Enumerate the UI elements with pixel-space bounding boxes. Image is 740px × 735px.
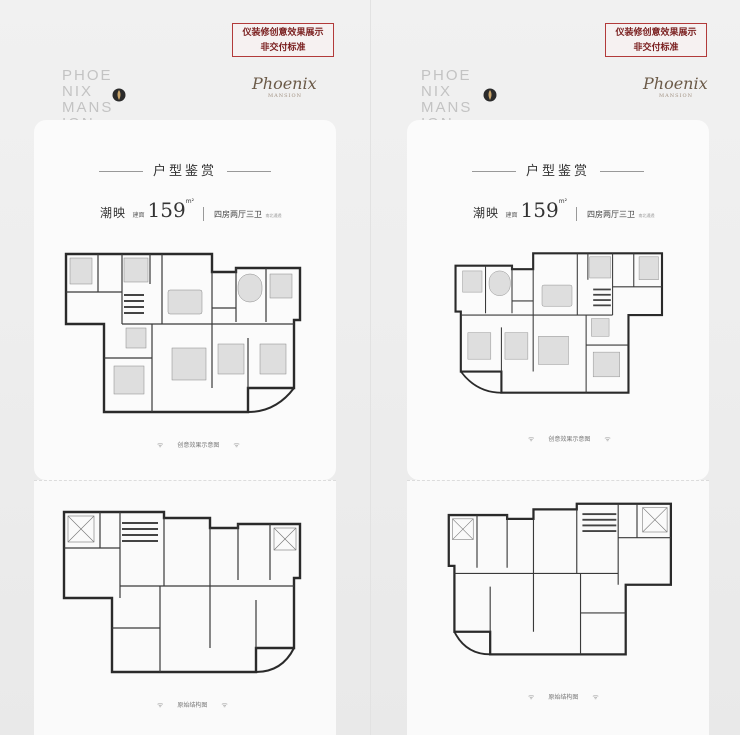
wifi-icon: ᯤ [157, 441, 164, 449]
disclaimer-line-1: 仪装修创意效果展示 [615, 28, 697, 38]
furnished-floor-plan [454, 252, 664, 394]
section-heading: 户型鉴赏 [407, 160, 709, 179]
wifi-icon: ᯤ [604, 435, 611, 443]
structure-plan-card [34, 480, 336, 735]
wifi-icon: ᯤ [233, 441, 240, 449]
disclaimer-line-2: 非交付标准 [260, 43, 306, 53]
wifi-icon: ᯤ [592, 693, 599, 701]
wifi-icon: ᯤ [221, 701, 228, 709]
section-heading: 户型鉴赏 [34, 160, 336, 179]
wifi-icon: ᯤ [157, 701, 164, 709]
brand-script-logo: Phoenix MANSION [252, 74, 317, 99]
disclaimer-line-2: 非交付标准 [633, 43, 679, 53]
structure-floor-plan [62, 510, 302, 674]
structure-plan-card [407, 480, 709, 735]
wifi-icon: ᯤ [528, 435, 535, 443]
feather-emblem-icon [483, 88, 497, 102]
structure-floor-plan [447, 502, 673, 656]
wifi-icon: ᯤ [528, 693, 535, 701]
right-panel: 仪装修创意效果展示 非交付标准 PHOE NIX MANS ION Phoeni… [370, 0, 740, 735]
furnished-floor-plan [64, 252, 302, 414]
disclaimer-badge: 仪装修创意效果展示 非交付标准 [605, 23, 707, 57]
left-panel: 仪装修创意效果展示 非交付标准 PHOE NIX MANS ION Phoeni… [0, 0, 370, 735]
disclaimer-badge: 仪装修创意效果展示 非交付标准 [232, 23, 334, 57]
disclaimer-line-1: 仪装修创意效果展示 [242, 28, 324, 38]
feather-emblem-icon [112, 88, 126, 102]
brand-script-logo: Phoenix MANSION [643, 74, 708, 99]
